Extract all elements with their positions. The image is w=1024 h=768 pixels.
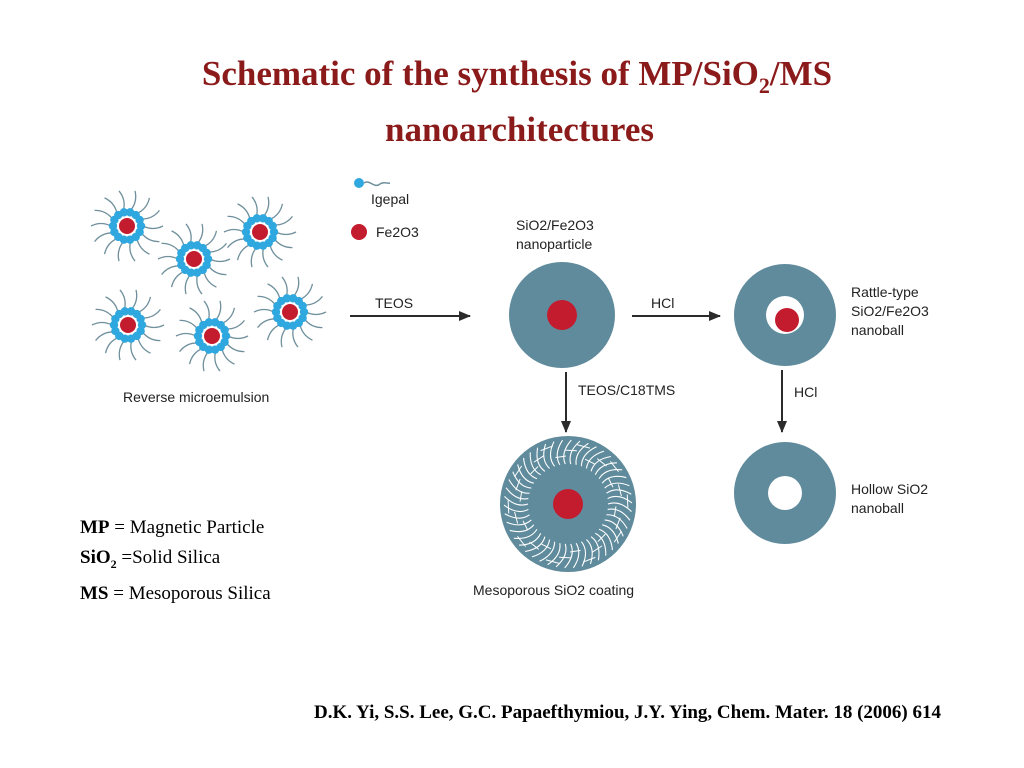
mesoporous-pore-texture xyxy=(503,439,633,569)
mesoporous-coated-nanoparticle xyxy=(500,436,636,572)
reverse-micelle xyxy=(223,196,297,268)
reverse-micelle xyxy=(175,300,249,372)
hcl-arrow-vertical-label: HCl xyxy=(794,384,817,400)
legend-row-ms: MS = Mesoporous Silica xyxy=(80,579,271,609)
hollow-label-line1: Hollow SiO2 xyxy=(851,481,928,497)
legend-text-sio2: =Solid Silica xyxy=(116,547,221,568)
hollow-label-line2: nanoball xyxy=(851,500,904,516)
title-line1-subscript: 2 xyxy=(758,73,770,98)
legend-text-ms: = Mesoporous Silica xyxy=(108,582,271,604)
rattle-core xyxy=(775,308,799,332)
fe2o3-core xyxy=(547,300,577,330)
igepal-legend-icon xyxy=(354,178,391,188)
rattle-label-line3: nanoball xyxy=(851,322,904,338)
reverse-micelle xyxy=(90,190,164,262)
teos-c18tms-arrow-label: TEOS/C18TMS xyxy=(578,382,675,398)
slide-title: Schematic of the synthesis of MP/SiO2/MS… xyxy=(0,52,1024,152)
mesoporous-fe2o3-core xyxy=(553,489,583,519)
teos-arrow-label: TEOS xyxy=(375,295,413,311)
legend-abbr-mp: MP xyxy=(80,517,110,538)
legend-abbr-sio2-subscript: 2 xyxy=(110,556,117,571)
reverse-microemulsion-label: Reverse microemulsion xyxy=(123,389,269,405)
sio2-fe2o3-label-line1: SiO2/Fe2O3 xyxy=(516,217,594,233)
sio2-fe2o3-label-line2: nanoparticle xyxy=(516,236,592,252)
mesoporous-coating-label: Mesoporous SiO2 coating xyxy=(473,582,634,598)
citation: D.K. Yi, S.S. Lee, G.C. Papaefthymiou, J… xyxy=(314,702,941,723)
hcl-arrow-horizontal-label: HCl xyxy=(651,295,674,311)
legend-row-mp: MP = Magnetic Particle xyxy=(80,513,271,543)
fe2o3-legend-icon xyxy=(351,224,367,240)
title-line2: nanoarchitectures xyxy=(385,110,654,149)
legend-row-sio2: SiO2 =Solid Silica xyxy=(80,543,271,579)
rattle-label-line1: Rattle-type xyxy=(851,284,919,300)
reverse-micelle xyxy=(253,276,327,348)
reverse-micelle xyxy=(91,289,165,361)
legend-abbr-sio2: SiO xyxy=(80,547,111,568)
legend-abbr-ms: MS xyxy=(80,582,109,604)
hollow-cavity xyxy=(768,476,802,510)
title-line1-prefix: Schematic of the synthesis of MP/SiO xyxy=(201,54,759,93)
abbreviation-legend: MP = Magnetic Particle SiO2 =Solid Silic… xyxy=(80,513,271,609)
rattle-label-line2: SiO2/Fe2O3 xyxy=(851,303,929,319)
igepal-label: Igepal xyxy=(371,191,409,207)
reverse-micelles-group xyxy=(90,190,327,372)
title-line1-suffix: /MS xyxy=(769,54,833,93)
legend-text-mp: = Magnetic Particle xyxy=(109,517,265,538)
fe2o3-label: Fe2O3 xyxy=(376,224,419,240)
reverse-micelle xyxy=(157,223,231,295)
